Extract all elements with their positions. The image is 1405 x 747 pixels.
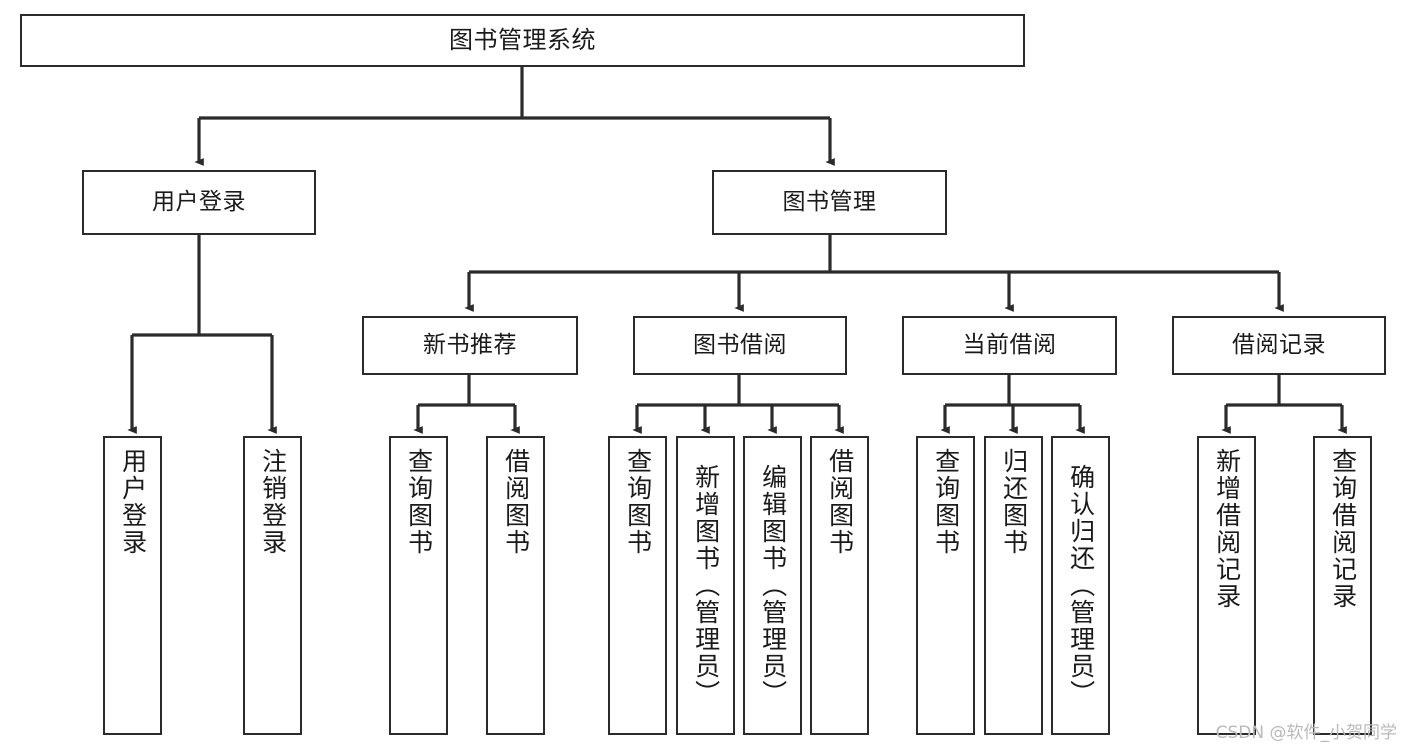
node-label: 查询图书 [404,448,434,556]
node-label: 借阅图书 [501,448,531,556]
node-new-book-recommendation[interactable]: 新书推荐 [362,316,578,375]
leaf-node-confirm-return-admin[interactable]: 确认归还（管理员） [1051,436,1110,735]
leaf-node-edit-book-admin[interactable]: 编辑图书（管理员） [743,436,802,735]
node-user-login[interactable]: 用户登录 [82,170,316,235]
node-label: 确认归还（管理员） [1066,464,1096,707]
node-book-borrowing[interactable]: 图书借阅 [633,316,847,375]
node-label: 编辑图书（管理员） [758,464,788,707]
node-label: 归还图书 [999,448,1029,556]
leaf-node-query-borrowing-record[interactable]: 查询借阅记录 [1313,436,1372,735]
node-label: 查询图书 [931,448,961,556]
leaf-node-return-book[interactable]: 归还图书 [984,436,1043,735]
node-label: 注销登录 [258,448,288,556]
node-label: 用户登录 [152,188,246,215]
node-borrowing-record[interactable]: 借阅记录 [1172,316,1386,375]
node-label: 图书管理系统 [449,26,596,55]
leaf-node-user-login[interactable]: 用户登录 [103,436,162,735]
leaf-node-logout[interactable]: 注销登录 [243,436,302,735]
node-label: 新增图书（管理员） [691,464,721,707]
node-label: 借阅记录 [1232,331,1326,358]
node-label: 当前借阅 [962,331,1057,358]
leaf-node-query-book-recommendation[interactable]: 查询图书 [389,436,448,735]
leaf-node-add-book-admin[interactable]: 新增图书（管理员） [676,436,735,735]
node-current-borrowing[interactable]: 当前借阅 [902,316,1117,375]
node-book-management[interactable]: 图书管理 [712,170,947,235]
leaf-node-borrow-book-recommendation[interactable]: 借阅图书 [486,436,545,735]
csdn-watermark: CSDN @软件_小贺同学 [1215,723,1397,743]
node-root-book-management-system[interactable]: 图书管理系统 [20,14,1025,67]
node-label: 新增借阅记录 [1212,448,1242,610]
leaf-node-query-book-current[interactable]: 查询图书 [916,436,975,735]
node-label: 新书推荐 [423,331,517,358]
node-label: 图书借阅 [693,331,787,358]
leaf-node-borrow-book-borrowing[interactable]: 借阅图书 [810,436,869,735]
node-label: 图书管理 [782,188,877,215]
leaf-node-query-book-borrowing[interactable]: 查询图书 [608,436,667,735]
node-label: 用户登录 [118,448,148,556]
node-label: 查询图书 [623,448,653,556]
node-label: 查询借阅记录 [1328,448,1358,610]
node-label: 借阅图书 [825,448,855,556]
leaf-node-add-borrowing-record[interactable]: 新增借阅记录 [1197,436,1256,735]
